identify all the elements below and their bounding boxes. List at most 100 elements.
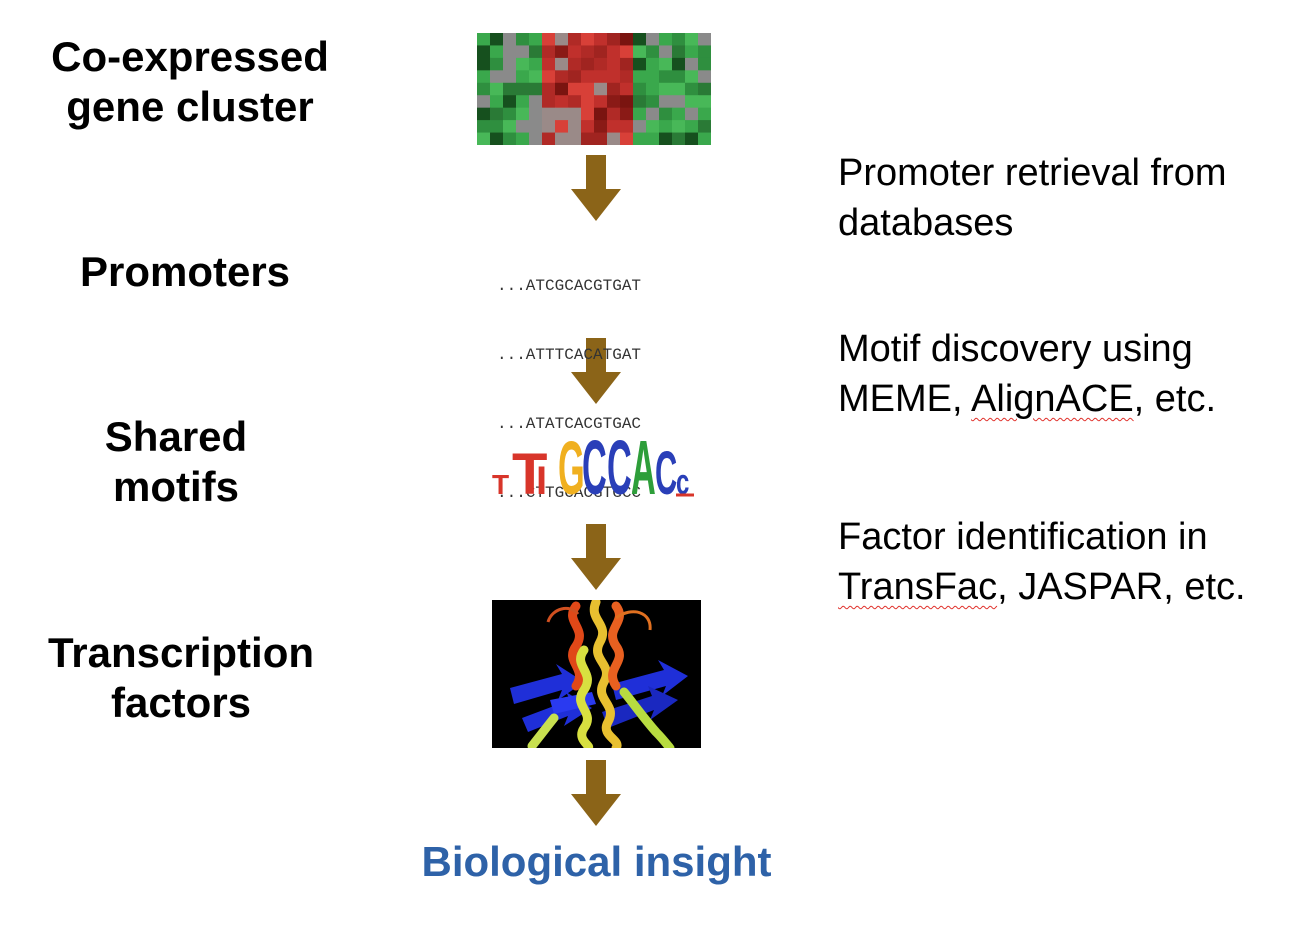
heatmap-cell [698,107,711,121]
heatmap-cell [555,132,569,145]
sequence-logo-image: T T I G C C A C c [492,424,694,502]
label-line: Promoters [79,248,291,295]
heatmap-cell [516,95,530,109]
heatmap-cell [633,70,647,84]
heatmap-cell [698,33,711,46]
heatmap-cell [672,45,686,59]
heatmap-cell [477,45,491,59]
heatmap-cell [516,107,530,121]
down-arrow-icon [571,338,621,404]
heatmap-cell [594,57,608,71]
heatmap-cell [633,120,647,134]
heatmap-cell [503,132,517,145]
heatmap-cell [698,70,711,84]
heatmap-cell [542,45,556,59]
heatmap-cell [698,95,711,109]
heatmap-cell [490,132,504,145]
heatmap-cell [503,120,517,134]
heatmap-cell [685,132,699,145]
heatmap-cell [516,132,530,145]
heatmap-cell [568,107,582,121]
heatmap-cell [685,33,699,46]
label-transcription-factors: Transcription factors [36,628,326,728]
heatmap-cell [672,132,686,145]
spellcheck-underlined-word: TransFac [838,566,998,608]
heatmap-cell [555,95,569,109]
heatmap-cell [607,120,621,134]
logo-letter: A [631,424,656,502]
heatmap-cell [607,33,621,46]
heatmap-cell [516,82,530,96]
heatmap-cell [620,57,634,71]
heatmap-cell [490,95,504,109]
label-shared-motifs: Shared motifs [40,412,312,512]
heatmap-cell [581,82,595,96]
heatmap-cell [568,95,582,109]
heatmap-cell [568,45,582,59]
heatmap-cell [698,45,711,59]
heatmap-cell [659,132,673,145]
heatmap-cell [581,132,595,145]
heatmap-cell [516,45,530,59]
heatmap-cell [581,70,595,84]
heatmap-cell [620,95,634,109]
heatmap-cell [568,70,582,84]
heatmap-cell [594,82,608,96]
heatmap-cell [633,95,647,109]
logo-letter: C [607,424,632,502]
heatmap-cell [646,82,660,96]
heatmap-cell [542,70,556,84]
step-text: MEME, [838,378,972,420]
heatmap-cell [490,120,504,134]
heatmap-cell [516,57,530,71]
step-line: MEME, AlignACE, etc. [838,374,1216,424]
step-line: TransFac, JASPAR, etc. [838,562,1246,612]
logo-letter: T [492,469,509,500]
logo-letter: T [512,442,547,502]
heatmap-cell [633,45,647,59]
promoter-sequences: ...ATCGCACGTGAT ...ATTTCACATGAT ...ATATC… [497,229,641,528]
heatmap-cell [659,120,673,134]
heatmap-cell [620,107,634,121]
heatmap-cell [568,132,582,145]
heatmap-cell [555,70,569,84]
heatmap-cell [503,33,517,46]
heatmap-cell [503,95,517,109]
label-line: factors [110,679,252,726]
sequence-line: ...ATATCACGTGAC [497,415,642,433]
heatmap-cell [633,33,647,46]
heatmap-cell [529,107,543,121]
logo-letter: C [582,424,607,502]
heatmap-cell [607,82,621,96]
heatmap-cell [503,107,517,121]
heatmap-cell [529,82,543,96]
heatmap-cell [633,57,647,71]
heatmap-cell [542,95,556,109]
biological-insight-label: Biological insight [421,838,772,885]
heatmap-cell [490,82,504,96]
heatmap-cell [659,107,673,121]
heatmap-cell [620,33,634,46]
heatmap-cell [555,82,569,96]
heatmap-cell [646,45,660,59]
heatmap-cell [477,33,491,46]
heatmap-cell [659,45,673,59]
spellcheck-underlined-word: AlignACE [971,378,1134,420]
heatmap-cell [529,120,543,134]
heatmap-cell [659,57,673,71]
heatmap-cell [659,82,673,96]
heatmap-cell [555,120,569,134]
logo-letter: I [536,459,547,502]
heatmap-cell [477,70,491,84]
heatmap-cell [568,33,582,46]
heatmap-cell [646,33,660,46]
heatmap-cell [607,107,621,121]
heatmap-cell [555,33,569,46]
down-arrow-icon [571,524,621,590]
heatmap-cell [607,45,621,59]
heatmap-cell [503,70,517,84]
heatmap-cell [646,120,660,134]
heatmap-cell [477,95,491,109]
heatmap-cell [581,33,595,46]
heatmap-cell [490,33,504,46]
